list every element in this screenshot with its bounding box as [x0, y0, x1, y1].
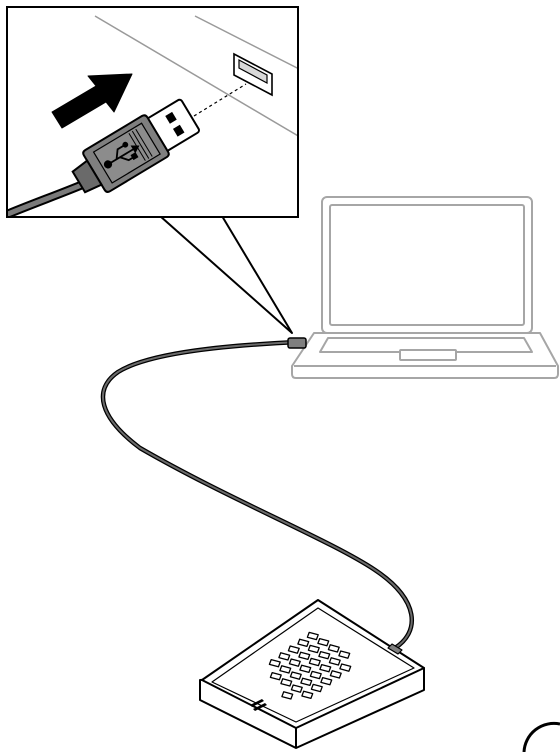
usb-plug-in-port [287, 337, 307, 349]
keypad-key [339, 663, 352, 672]
laptop-keyboard-area [319, 337, 533, 353]
keypad-key [307, 644, 320, 654]
keypad-key [298, 651, 311, 661]
keypad-key [327, 644, 340, 653]
keypad-key [289, 671, 302, 680]
keypad-key [281, 691, 294, 700]
callout-pointer [159, 215, 293, 334]
callout-box [6, 6, 299, 218]
device-cable-port [387, 643, 403, 655]
keypad-key [288, 658, 301, 667]
usb-port [233, 52, 273, 97]
keypad-key [301, 690, 314, 700]
keypad-key [319, 663, 332, 673]
laptop-touchpad [399, 349, 457, 361]
keypad-key [299, 664, 312, 674]
keypad-buttons [268, 631, 352, 700]
keypad-key [290, 684, 303, 693]
keypad-key [328, 657, 341, 666]
insert-direction-arrow-icon [51, 73, 133, 129]
keypad-key [280, 678, 293, 687]
keypad-key [320, 676, 333, 686]
insertion-guide-line [193, 83, 247, 117]
wall-edge-line-2 [194, 15, 297, 69]
keypad-key [317, 637, 330, 647]
wall-edge-line [94, 15, 297, 137]
keypad-key [338, 650, 351, 659]
keypad-key [300, 677, 313, 687]
keypad-key [310, 683, 323, 693]
laptop [291, 196, 559, 379]
keypad-key [279, 665, 292, 674]
keypad-key [318, 650, 331, 660]
keypad-key [287, 645, 300, 654]
corner-fragment [522, 721, 560, 752]
usb-plug [71, 98, 200, 194]
keypad-key [306, 631, 319, 641]
brand-logo-mark-icon [250, 699, 267, 711]
usb-trident-symbol-icon [103, 141, 140, 169]
laptop-screen [329, 204, 525, 326]
keypad-key [329, 670, 342, 679]
keypad-key [268, 658, 281, 668]
keypad-key [309, 670, 322, 680]
keypad-key [278, 652, 291, 661]
keypad-key [297, 638, 310, 648]
keypad-key [269, 671, 282, 681]
usb-cable [100, 339, 414, 651]
keypad-key [308, 657, 321, 667]
